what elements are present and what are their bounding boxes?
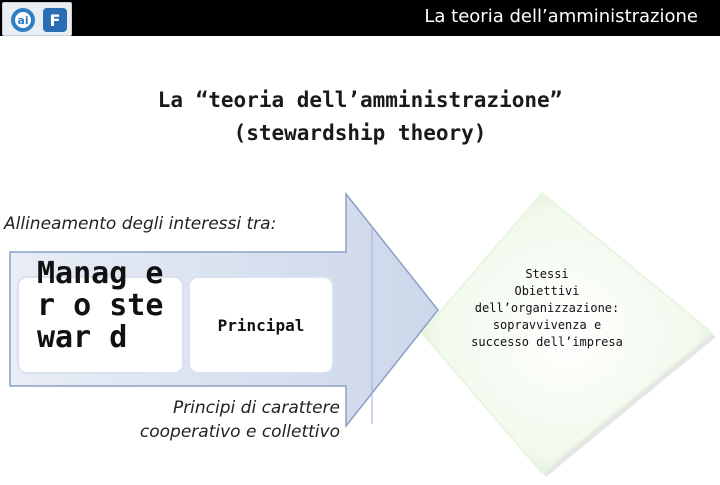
header-title: La teoria dell’amministrazione (424, 6, 698, 27)
goals-diamond (420, 191, 716, 477)
manager-box (17, 276, 184, 374)
logo-right-text: F (50, 11, 61, 30)
goals-line3: dell’organizzazione: (474, 301, 620, 315)
cooperative-principles: Principi di carattere cooperativo e coll… (60, 396, 340, 444)
slide-title: La “teoria dell’amministrazione” (stewar… (0, 84, 720, 150)
goals-line1: Stessi (525, 267, 569, 281)
principal-box: Principal (188, 276, 334, 374)
principal-label: Principal (217, 315, 305, 335)
slide-title-line1: La “teoria dell’amministrazione” (157, 88, 563, 112)
goals-line2: Obiettivi (514, 284, 580, 298)
cooperative-line1: Principi di carattere (172, 398, 340, 418)
manager-label-text: Manag er o stewar d (37, 256, 164, 355)
header-bar (0, 0, 720, 36)
ai-logo-icon: ai (11, 8, 35, 32)
goals-line4: sopravvivenza e (492, 318, 602, 332)
goals-line5: successo dell’impresa (471, 335, 623, 349)
slide-title-line2: (stewardship theory) (233, 121, 487, 145)
logo-left-text: ai (17, 14, 28, 27)
logo: ai F (2, 2, 72, 36)
manager-label: Manag er o stewar d (17, 258, 184, 354)
cooperative-line2: cooperativo e collettivo (139, 422, 340, 442)
f-logo-icon: F (43, 8, 67, 32)
goals-text: Stessi Obiettivi dell’organizzazione: so… (452, 266, 642, 351)
alignment-label: Allineamento degli interessi tra: (4, 214, 277, 234)
